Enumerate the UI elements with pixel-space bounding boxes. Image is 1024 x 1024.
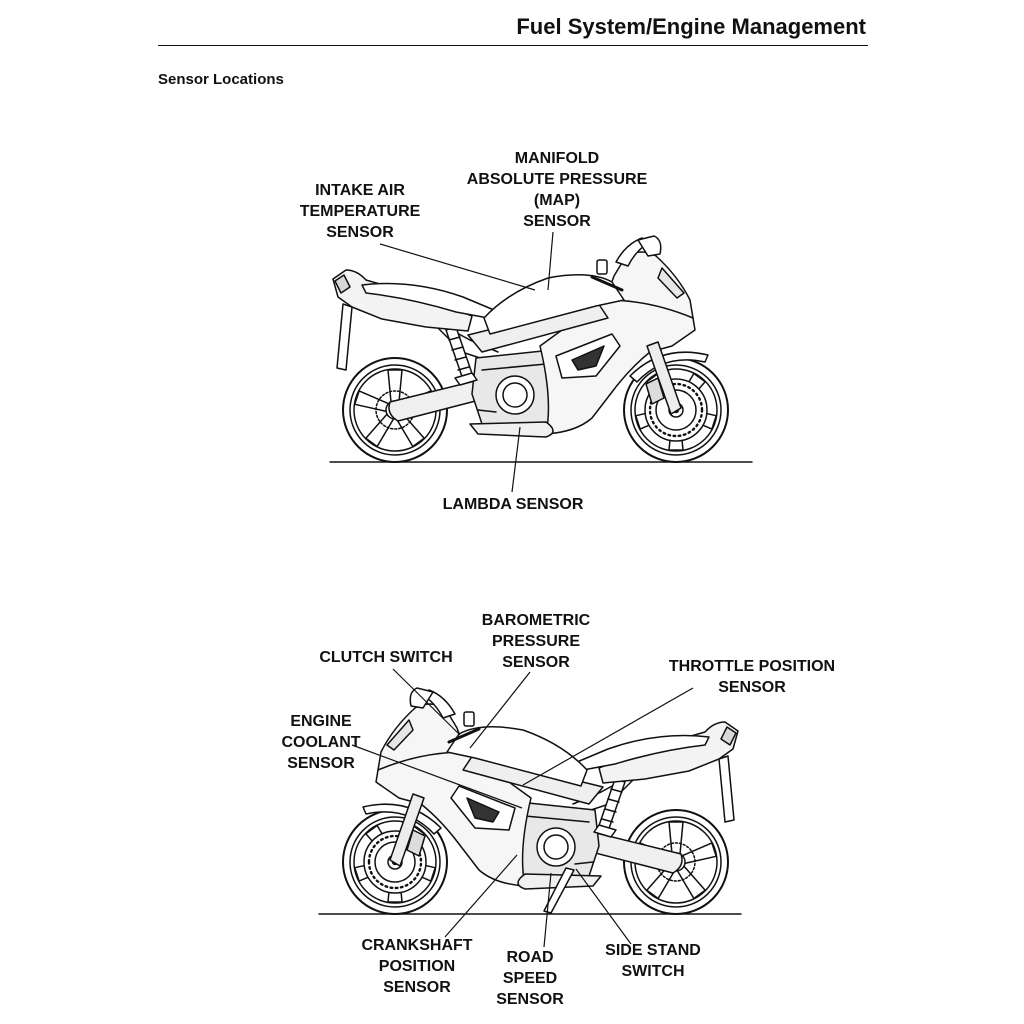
- callout-line: LAMBDA SENSOR: [442, 496, 584, 513]
- callout-line: PRESSURE: [491, 633, 581, 650]
- callout-line: ABSOLUTE PRESSURE: [466, 171, 648, 188]
- number-plate-hanger: [718, 755, 735, 823]
- leader-line-clutch-switch: [392, 668, 461, 736]
- callout-line: SENSOR: [383, 979, 451, 996]
- callout-line: SPEED: [502, 970, 558, 987]
- footpeg: [454, 372, 478, 386]
- brake-caliper: [406, 829, 426, 857]
- callout-line: SIDE STAND: [605, 942, 701, 959]
- callout-line: CRANKSHAFT: [361, 937, 473, 954]
- leader-line-map-sensor: [547, 231, 554, 291]
- leader-line-road-speed-sensor: [543, 872, 552, 948]
- label-clutch-switch: CLUTCH SWITCH: [266, 647, 506, 668]
- front-fork: [389, 793, 425, 867]
- callout-line: ROAD: [506, 949, 554, 966]
- headlight: [657, 267, 685, 299]
- callout-line: CLUTCH SWITCH: [319, 649, 453, 666]
- section-title: Sensor Locations: [158, 71, 284, 88]
- tail-light: [334, 274, 351, 294]
- handlebar: [590, 275, 624, 292]
- mirror: [637, 235, 662, 257]
- brake-fluid-reservoir: [463, 711, 475, 727]
- page-header-title: Fuel System/Engine Management: [516, 14, 866, 39]
- wheel-spoke: [387, 369, 403, 403]
- header-rule: [158, 45, 868, 46]
- callout-line: ENGINE: [290, 713, 352, 730]
- callout-line: TEMPERATURE: [299, 203, 421, 220]
- brake-fluid-reservoir: [596, 259, 608, 275]
- callout-line: SWITCH: [621, 963, 685, 980]
- fairing-vent-grille: [571, 345, 605, 371]
- callout-line: SENSOR: [523, 213, 591, 230]
- callout-line: POSITION: [378, 958, 456, 975]
- label-engine-coolant-sensor: ENGINE COOLANT SENSOR: [201, 711, 441, 774]
- label-lambda-sensor: LAMBDA SENSOR: [393, 494, 633, 515]
- label-intake-air-temperature-sensor: INTAKE AIR TEMPERATURE SENSOR: [240, 180, 480, 243]
- callout-line: SENSOR: [496, 991, 564, 1008]
- leader-line-intake-air-temperature-sensor: [379, 243, 536, 291]
- diagram-left-side-overlays: [351, 668, 694, 948]
- label-side-stand-switch: SIDE STAND SWITCH: [533, 940, 773, 982]
- side-stand: [543, 867, 575, 914]
- footpeg: [593, 824, 617, 838]
- callout-line: SENSOR: [718, 679, 786, 696]
- callout-line: INTAKE AIR: [315, 182, 405, 199]
- motorcycle-right-side: [329, 235, 753, 463]
- leader-line-lambda-sensor: [511, 426, 521, 493]
- engine: [471, 349, 569, 431]
- front-fork: [646, 341, 682, 415]
- callout-line: SENSOR: [287, 755, 355, 772]
- motorcycle-left-side: [318, 687, 742, 915]
- wheel-spoke: [668, 821, 684, 855]
- callout-line: COOLANT: [281, 734, 361, 751]
- leader-line-engine-coolant-sensor: [351, 744, 523, 809]
- label-throttle-position-sensor: THROTTLE POSITION SENSOR: [632, 656, 872, 698]
- leader-line-barometric-pressure-sensor: [469, 671, 531, 749]
- callout-line: THROTTLE POSITION: [668, 658, 836, 675]
- leader-lines-left-side: [351, 668, 694, 948]
- label-map-sensor: MANIFOLD ABSOLUTE PRESSURE (MAP) SENSOR: [437, 148, 677, 232]
- callout-line: SENSOR: [326, 224, 394, 241]
- engine: [502, 801, 600, 883]
- label-barometric-pressure-sensor: BAROMETRIC PRESSURE SENSOR: [416, 610, 656, 673]
- fairing-vent-grille: [466, 797, 500, 823]
- tail-light: [720, 726, 737, 746]
- callout-line: BAROMETRIC: [481, 612, 591, 629]
- leader-line-throttle-position-sensor: [522, 687, 694, 786]
- callout-line: SENSOR: [502, 654, 570, 671]
- fuel-tank: [483, 274, 625, 335]
- brake-caliper: [645, 377, 665, 405]
- leader-line-side-stand-switch: [575, 868, 632, 945]
- label-crankshaft-position-sensor: CRANKSHAFT POSITION SENSOR: [297, 935, 537, 998]
- leader-line-crankshaft-position-sensor: [444, 854, 518, 938]
- label-road-speed-sensor: ROAD SPEED SENSOR: [410, 947, 650, 1010]
- headlight: [386, 719, 414, 751]
- belly-pan: [469, 421, 554, 438]
- handlebar: [447, 727, 481, 744]
- callout-line: (MAP): [533, 192, 581, 209]
- callout-line: MANIFOLD: [514, 150, 600, 167]
- leader-lines-right-side: [379, 231, 554, 493]
- number-plate-hanger: [336, 303, 353, 371]
